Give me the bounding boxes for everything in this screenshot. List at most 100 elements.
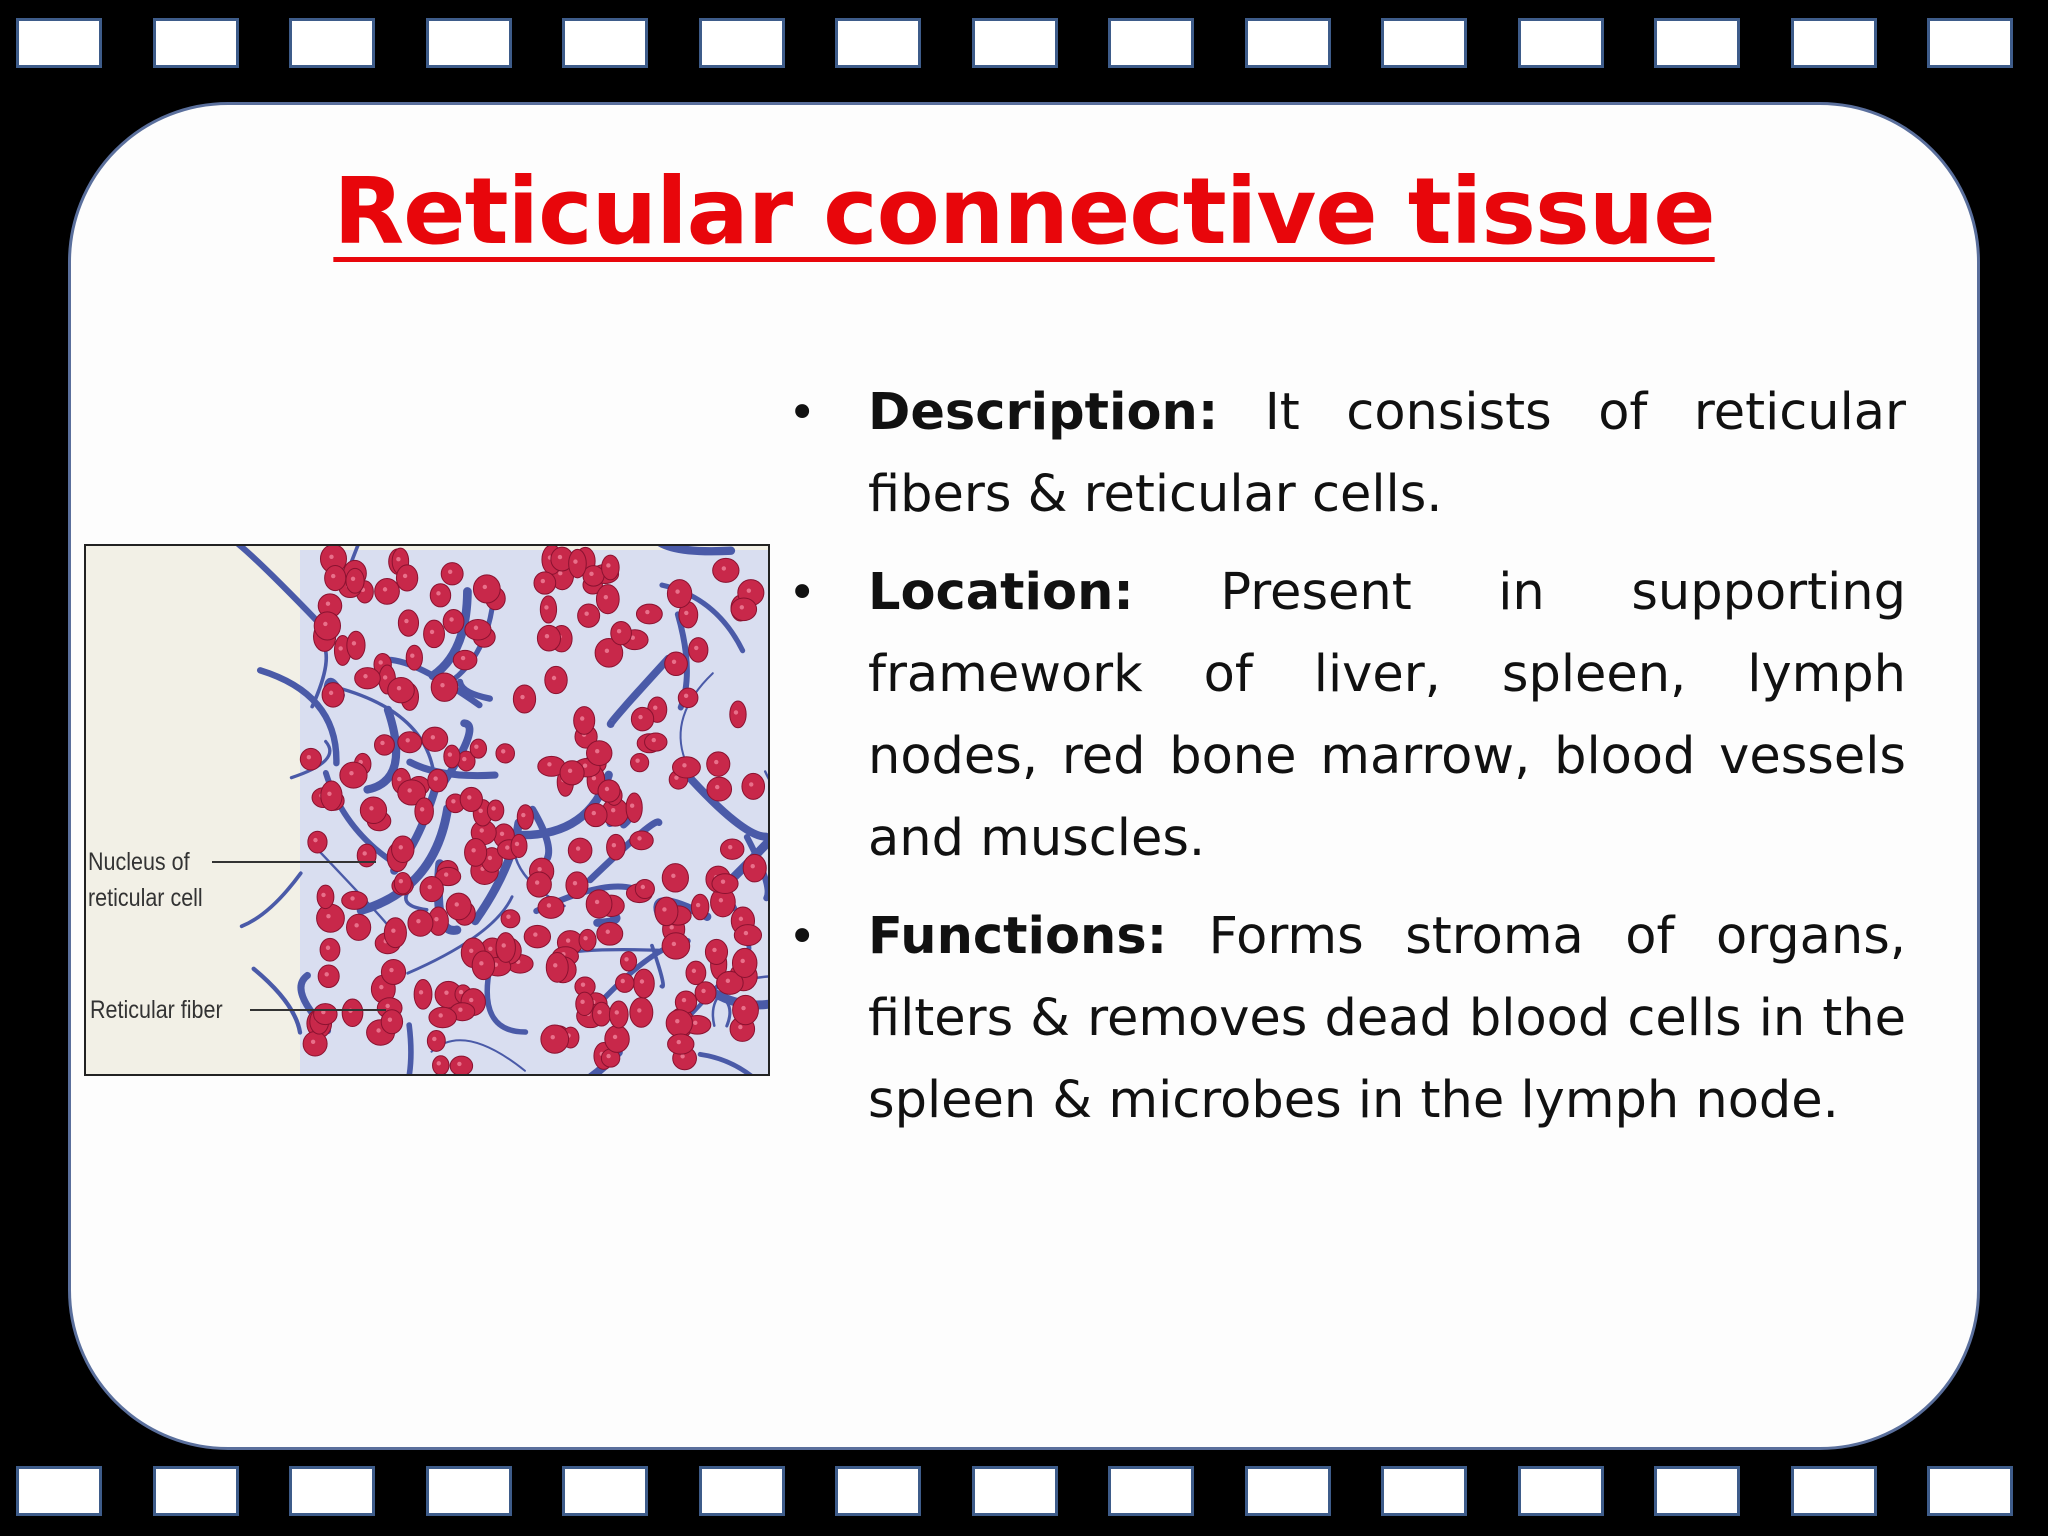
cell-highlight bbox=[458, 989, 464, 995]
cell-highlight bbox=[418, 990, 424, 995]
blood-cell bbox=[633, 968, 655, 999]
blood-cell bbox=[429, 583, 452, 608]
film-perforation bbox=[16, 18, 102, 68]
cell-highlight bbox=[546, 903, 552, 908]
cell-highlight bbox=[695, 902, 701, 908]
blood-cell bbox=[428, 1006, 457, 1029]
blood-cell bbox=[374, 577, 400, 605]
reticular-fiber bbox=[239, 871, 303, 929]
blood-cell bbox=[302, 1030, 328, 1057]
bullet-dot: • bbox=[788, 565, 817, 621]
blood-cell bbox=[732, 994, 759, 1026]
cell-highlight bbox=[537, 867, 542, 872]
blood-cell bbox=[387, 676, 415, 704]
cell-highlight bbox=[469, 997, 474, 1003]
blood-cell bbox=[341, 998, 364, 1028]
cell-highlight bbox=[645, 609, 650, 615]
cell-highlight bbox=[505, 845, 510, 850]
cell-highlight bbox=[487, 855, 493, 861]
cell-highlight bbox=[638, 714, 643, 720]
reticular-fiber bbox=[763, 770, 768, 780]
blood-cell bbox=[601, 554, 620, 581]
reticular-fiber bbox=[406, 1022, 414, 1074]
blood-cell bbox=[594, 638, 624, 668]
blood-cell bbox=[629, 997, 654, 1028]
blood-cell bbox=[630, 753, 650, 773]
blood-cell bbox=[625, 792, 643, 823]
cell-highlight bbox=[583, 935, 588, 941]
cell-highlight bbox=[544, 605, 549, 610]
cell-highlight bbox=[443, 872, 449, 877]
cell-highlight bbox=[397, 776, 402, 782]
reticular-fiber bbox=[679, 672, 714, 761]
cell-highlight bbox=[478, 808, 483, 814]
slide-title: Reticular connective tissue bbox=[333, 158, 1715, 265]
film-perforation bbox=[1654, 18, 1740, 68]
cell-highlight bbox=[640, 884, 646, 890]
blood-cell bbox=[567, 837, 593, 864]
cell-highlight bbox=[440, 682, 445, 688]
cell-highlight bbox=[533, 932, 538, 937]
cell-highlight bbox=[387, 1017, 393, 1022]
blood-cell bbox=[397, 779, 427, 806]
film-perforation bbox=[698, 1466, 785, 1516]
cell-highlight bbox=[693, 1020, 698, 1026]
cell-highlight bbox=[575, 846, 581, 851]
film-strip-bottom bbox=[0, 1466, 2048, 1518]
cell-highlight bbox=[580, 716, 585, 721]
cell-highlight bbox=[310, 1039, 316, 1044]
cell-highlight bbox=[674, 775, 679, 780]
cell-highlight bbox=[396, 557, 401, 562]
cell-highlight bbox=[597, 1009, 602, 1015]
cell-highlight bbox=[551, 675, 557, 681]
cell-highlight bbox=[520, 694, 525, 700]
blood-cell bbox=[516, 804, 534, 830]
cell-highlight bbox=[669, 925, 674, 930]
blood-cell bbox=[443, 744, 461, 769]
blood-cell bbox=[654, 896, 679, 927]
cell-highlight bbox=[449, 617, 454, 622]
film-perforation bbox=[971, 18, 1058, 68]
cell-highlight bbox=[671, 941, 677, 947]
cell-highlight bbox=[369, 806, 374, 811]
blood-cell bbox=[427, 768, 448, 793]
cell-highlight bbox=[629, 803, 635, 808]
blood-cell bbox=[704, 938, 729, 965]
cell-highlight bbox=[715, 784, 720, 790]
cell-highlight bbox=[378, 660, 383, 665]
blood-cell bbox=[341, 890, 368, 910]
cell-highlight bbox=[594, 899, 600, 905]
cell-highlight bbox=[580, 999, 585, 1005]
blood-cell bbox=[690, 893, 710, 921]
blood-cell bbox=[464, 618, 492, 641]
cell-highlight bbox=[750, 863, 755, 869]
bullet-dot: • bbox=[788, 385, 817, 441]
bullet-label: Description: bbox=[868, 383, 1219, 442]
blood-cell bbox=[423, 619, 445, 649]
film-perforation bbox=[1108, 18, 1194, 68]
cell-highlight bbox=[605, 929, 610, 934]
reticular-fiber bbox=[428, 587, 472, 681]
reticular-fiber bbox=[251, 966, 303, 1035]
cell-highlight bbox=[637, 1008, 642, 1013]
cell-highlight bbox=[603, 594, 609, 600]
cell-highlight bbox=[682, 763, 687, 768]
cell-highlight bbox=[584, 611, 589, 616]
cell-highlight bbox=[624, 957, 629, 962]
cell-highlight bbox=[651, 737, 656, 743]
cell-highlight bbox=[635, 758, 640, 763]
cell-highlight bbox=[467, 795, 472, 800]
film-perforation bbox=[1927, 18, 2013, 68]
cell-highlight bbox=[557, 554, 563, 560]
cell-highlight bbox=[614, 1010, 619, 1015]
cell-highlight bbox=[591, 810, 597, 816]
blood-cell bbox=[629, 830, 654, 851]
blood-cell bbox=[419, 875, 444, 903]
cell-highlight bbox=[501, 749, 506, 754]
blood-cell bbox=[320, 780, 343, 812]
blood-cell bbox=[430, 672, 459, 702]
reticular-fiber bbox=[658, 546, 736, 556]
cell-highlight bbox=[396, 685, 402, 691]
label-nucleus: Nucleus of reticular cell bbox=[88, 844, 203, 916]
blood-cell bbox=[706, 776, 733, 802]
